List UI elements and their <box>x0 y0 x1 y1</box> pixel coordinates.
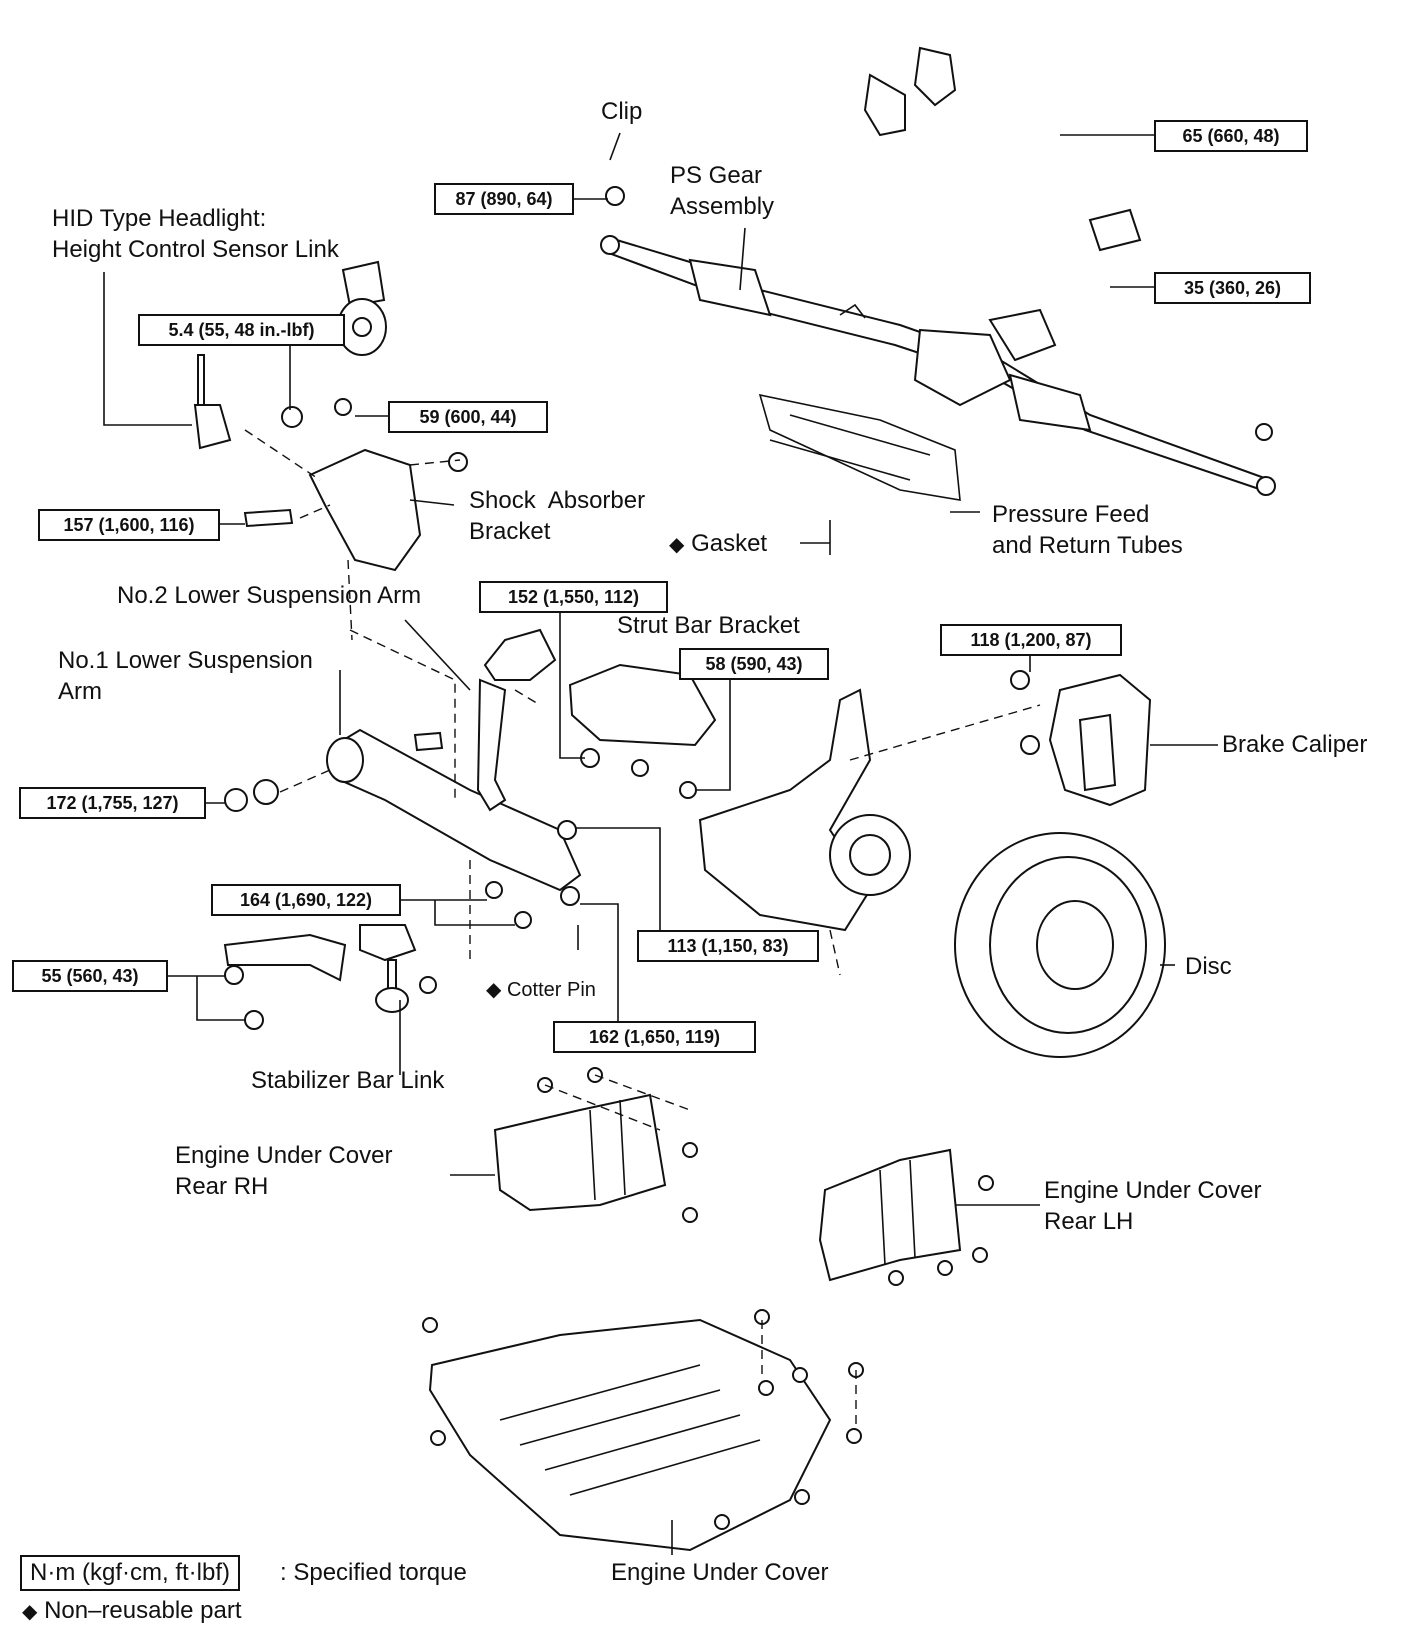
label-ps-gear-assembly: PS Gear Assembly <box>670 162 775 220</box>
label-strut-bar-bracket: Strut Bar Bracket <box>617 612 800 639</box>
shock-absorber-area-drawing <box>193 260 468 641</box>
label-clip: Clip <box>601 98 643 125</box>
torque-box-5-4: 5.4 (55, 48 in.-lbf) <box>138 314 345 346</box>
label-engine-under-cover: Engine Under Cover <box>611 1559 829 1586</box>
label-stabilizer-bar-link: Stabilizer Bar Link <box>251 1067 445 1094</box>
label-no1-lower-suspension-arm: No.1 Lower Suspension Arm <box>58 647 313 705</box>
torque-box-59: 59 (600, 44) <box>388 401 548 433</box>
label-engine-under-cover-rear-lh: Engine Under Cover Rear LH <box>1044 1177 1262 1235</box>
label-engine-under-cover-rear-rh: Engine Under Cover Rear RH <box>175 1142 393 1200</box>
label-gasket-text: Gasket <box>691 530 768 557</box>
label-cotter-pin: ◆ Cotter Pin <box>486 975 596 1006</box>
torque-box-152: 152 (1,550, 112) <box>479 581 668 613</box>
knuckle-brake-drawing <box>698 670 1166 1058</box>
suspension-arms-drawing <box>224 628 717 960</box>
label-no2-lower-suspension-arm: No.2 Lower Suspension Arm <box>117 582 422 609</box>
ps-gear-assembly-drawing <box>600 46 1276 501</box>
torque-box-87: 87 (890, 64) <box>434 183 574 215</box>
torque-box-164: 164 (1,690, 122) <box>211 884 401 916</box>
torque-box-113: 113 (1,150, 83) <box>637 930 819 962</box>
legend-unit-box: N·m (kgf·cm, ft·lbf) <box>20 1555 240 1591</box>
engine-under-covers-drawing <box>422 1067 994 1552</box>
non-reusable-diamond-icon: ◆ <box>486 979 502 1001</box>
torque-box-55: 55 (560, 43) <box>12 960 168 992</box>
torque-box-118: 118 (1,200, 87) <box>940 624 1122 656</box>
torque-box-162: 162 (1,650, 119) <box>553 1021 756 1053</box>
torque-box-157: 157 (1,600, 116) <box>38 509 220 541</box>
label-hid-headlight-sensor-link: HID Type Headlight: Height Control Senso… <box>52 205 339 263</box>
label-shock-absorber-bracket: Shock Absorber Bracket <box>469 487 646 545</box>
legend-non-reusable-text: Non–reusable part <box>44 1597 242 1624</box>
label-disc: Disc <box>1185 953 1232 980</box>
label-brake-caliper: Brake Caliper <box>1222 731 1368 758</box>
leader-lines <box>103 132 1218 1555</box>
stabilizer-link-drawing <box>223 924 437 1030</box>
non-reusable-diamond-icon: ◆ <box>22 1601 38 1623</box>
non-reusable-diamond-icon: ◆ <box>669 534 685 556</box>
legend-non-reusable: ◆ Non–reusable part <box>22 1595 242 1628</box>
legend-unit-text: : Specified torque <box>280 1559 467 1586</box>
torque-leader-lines <box>168 134 1154 1030</box>
torque-box-35: 35 (360, 26) <box>1154 272 1311 304</box>
label-cotter-pin-text: Cotter Pin <box>506 979 596 1001</box>
torque-box-172: 172 (1,755, 127) <box>19 787 206 819</box>
label-pressure-feed-return-tubes: Pressure Feed and Return Tubes <box>992 501 1183 559</box>
label-gasket: ◆ Gasket <box>669 528 767 561</box>
torque-box-58: 58 (590, 43) <box>679 648 829 680</box>
torque-box-65: 65 (660, 48) <box>1154 120 1308 152</box>
